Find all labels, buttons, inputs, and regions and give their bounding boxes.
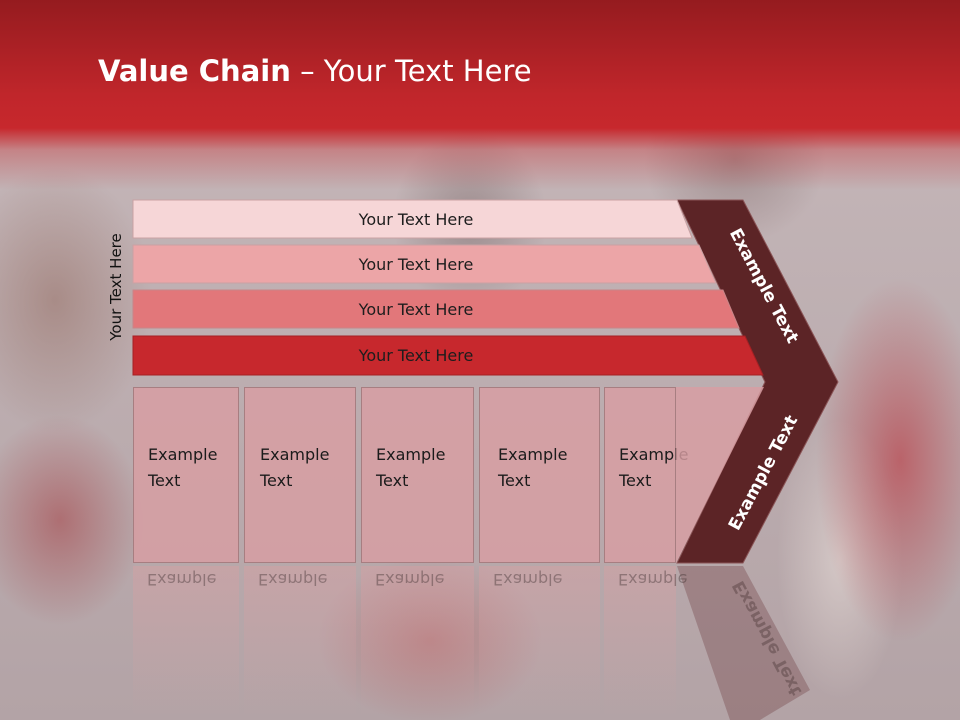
card-4-reflection-text: Example bbox=[493, 570, 563, 589]
row-3-label: Your Text Here bbox=[358, 300, 474, 319]
slide-title: Value Chain – Your Text Here bbox=[98, 54, 532, 88]
card-3-line2: Text bbox=[376, 471, 409, 490]
card-4-line2: Text bbox=[498, 471, 531, 490]
card-5: Example Text bbox=[604, 387, 689, 563]
title-rest: – Your Text Here bbox=[290, 54, 532, 88]
chevron-reflection bbox=[677, 566, 810, 720]
row-2: Your Text Here bbox=[132, 244, 718, 284]
card-1-line1: Example bbox=[148, 445, 218, 464]
card-2-line1: Example bbox=[260, 445, 330, 464]
chevron-shape bbox=[676, 199, 839, 564]
row-4: Your Text Here bbox=[132, 335, 764, 376]
card-2-line2: Text bbox=[260, 471, 293, 490]
card-1-reflection: Example bbox=[133, 566, 239, 716]
title-bold: Value Chain bbox=[98, 54, 291, 88]
card-2-reflection: Example bbox=[244, 566, 356, 716]
card-1: Example Text bbox=[133, 387, 239, 563]
row-4-shape bbox=[132, 335, 764, 376]
row-1-label: Your Text Here bbox=[358, 210, 474, 229]
row-4-label: Your Text Here bbox=[358, 346, 474, 365]
row-2-shape bbox=[132, 244, 717, 284]
row-3: Your Text Here bbox=[132, 289, 741, 329]
card-5-reflection-text: Example bbox=[618, 570, 688, 589]
card-2-reflection-text: Example bbox=[258, 570, 328, 589]
title-banner bbox=[0, 0, 960, 190]
card-3-line1: Example bbox=[376, 445, 446, 464]
card-5-line2: Text bbox=[619, 471, 652, 490]
card-4-line1: Example bbox=[498, 445, 568, 464]
card-4: Example Text bbox=[479, 387, 600, 563]
card-4-reflection: Example bbox=[479, 566, 600, 716]
card-3-reflection: Example bbox=[361, 566, 474, 716]
row-2-label: Your Text Here bbox=[358, 255, 474, 274]
card-5-line1: Example bbox=[619, 445, 689, 464]
card-5-reflection: Example bbox=[604, 566, 688, 716]
row-1: Your Text Here bbox=[132, 199, 693, 239]
card-1-line2: Text bbox=[148, 471, 181, 490]
card-2: Example Text bbox=[244, 387, 356, 563]
card-3-reflection-text: Example bbox=[375, 570, 445, 589]
card-5-arrow-edge bbox=[676, 387, 764, 563]
card-3: Example Text bbox=[361, 387, 474, 563]
card-1-reflection-text: Example bbox=[147, 570, 217, 589]
row-1-shape bbox=[132, 199, 693, 239]
row-3-shape bbox=[132, 289, 740, 329]
